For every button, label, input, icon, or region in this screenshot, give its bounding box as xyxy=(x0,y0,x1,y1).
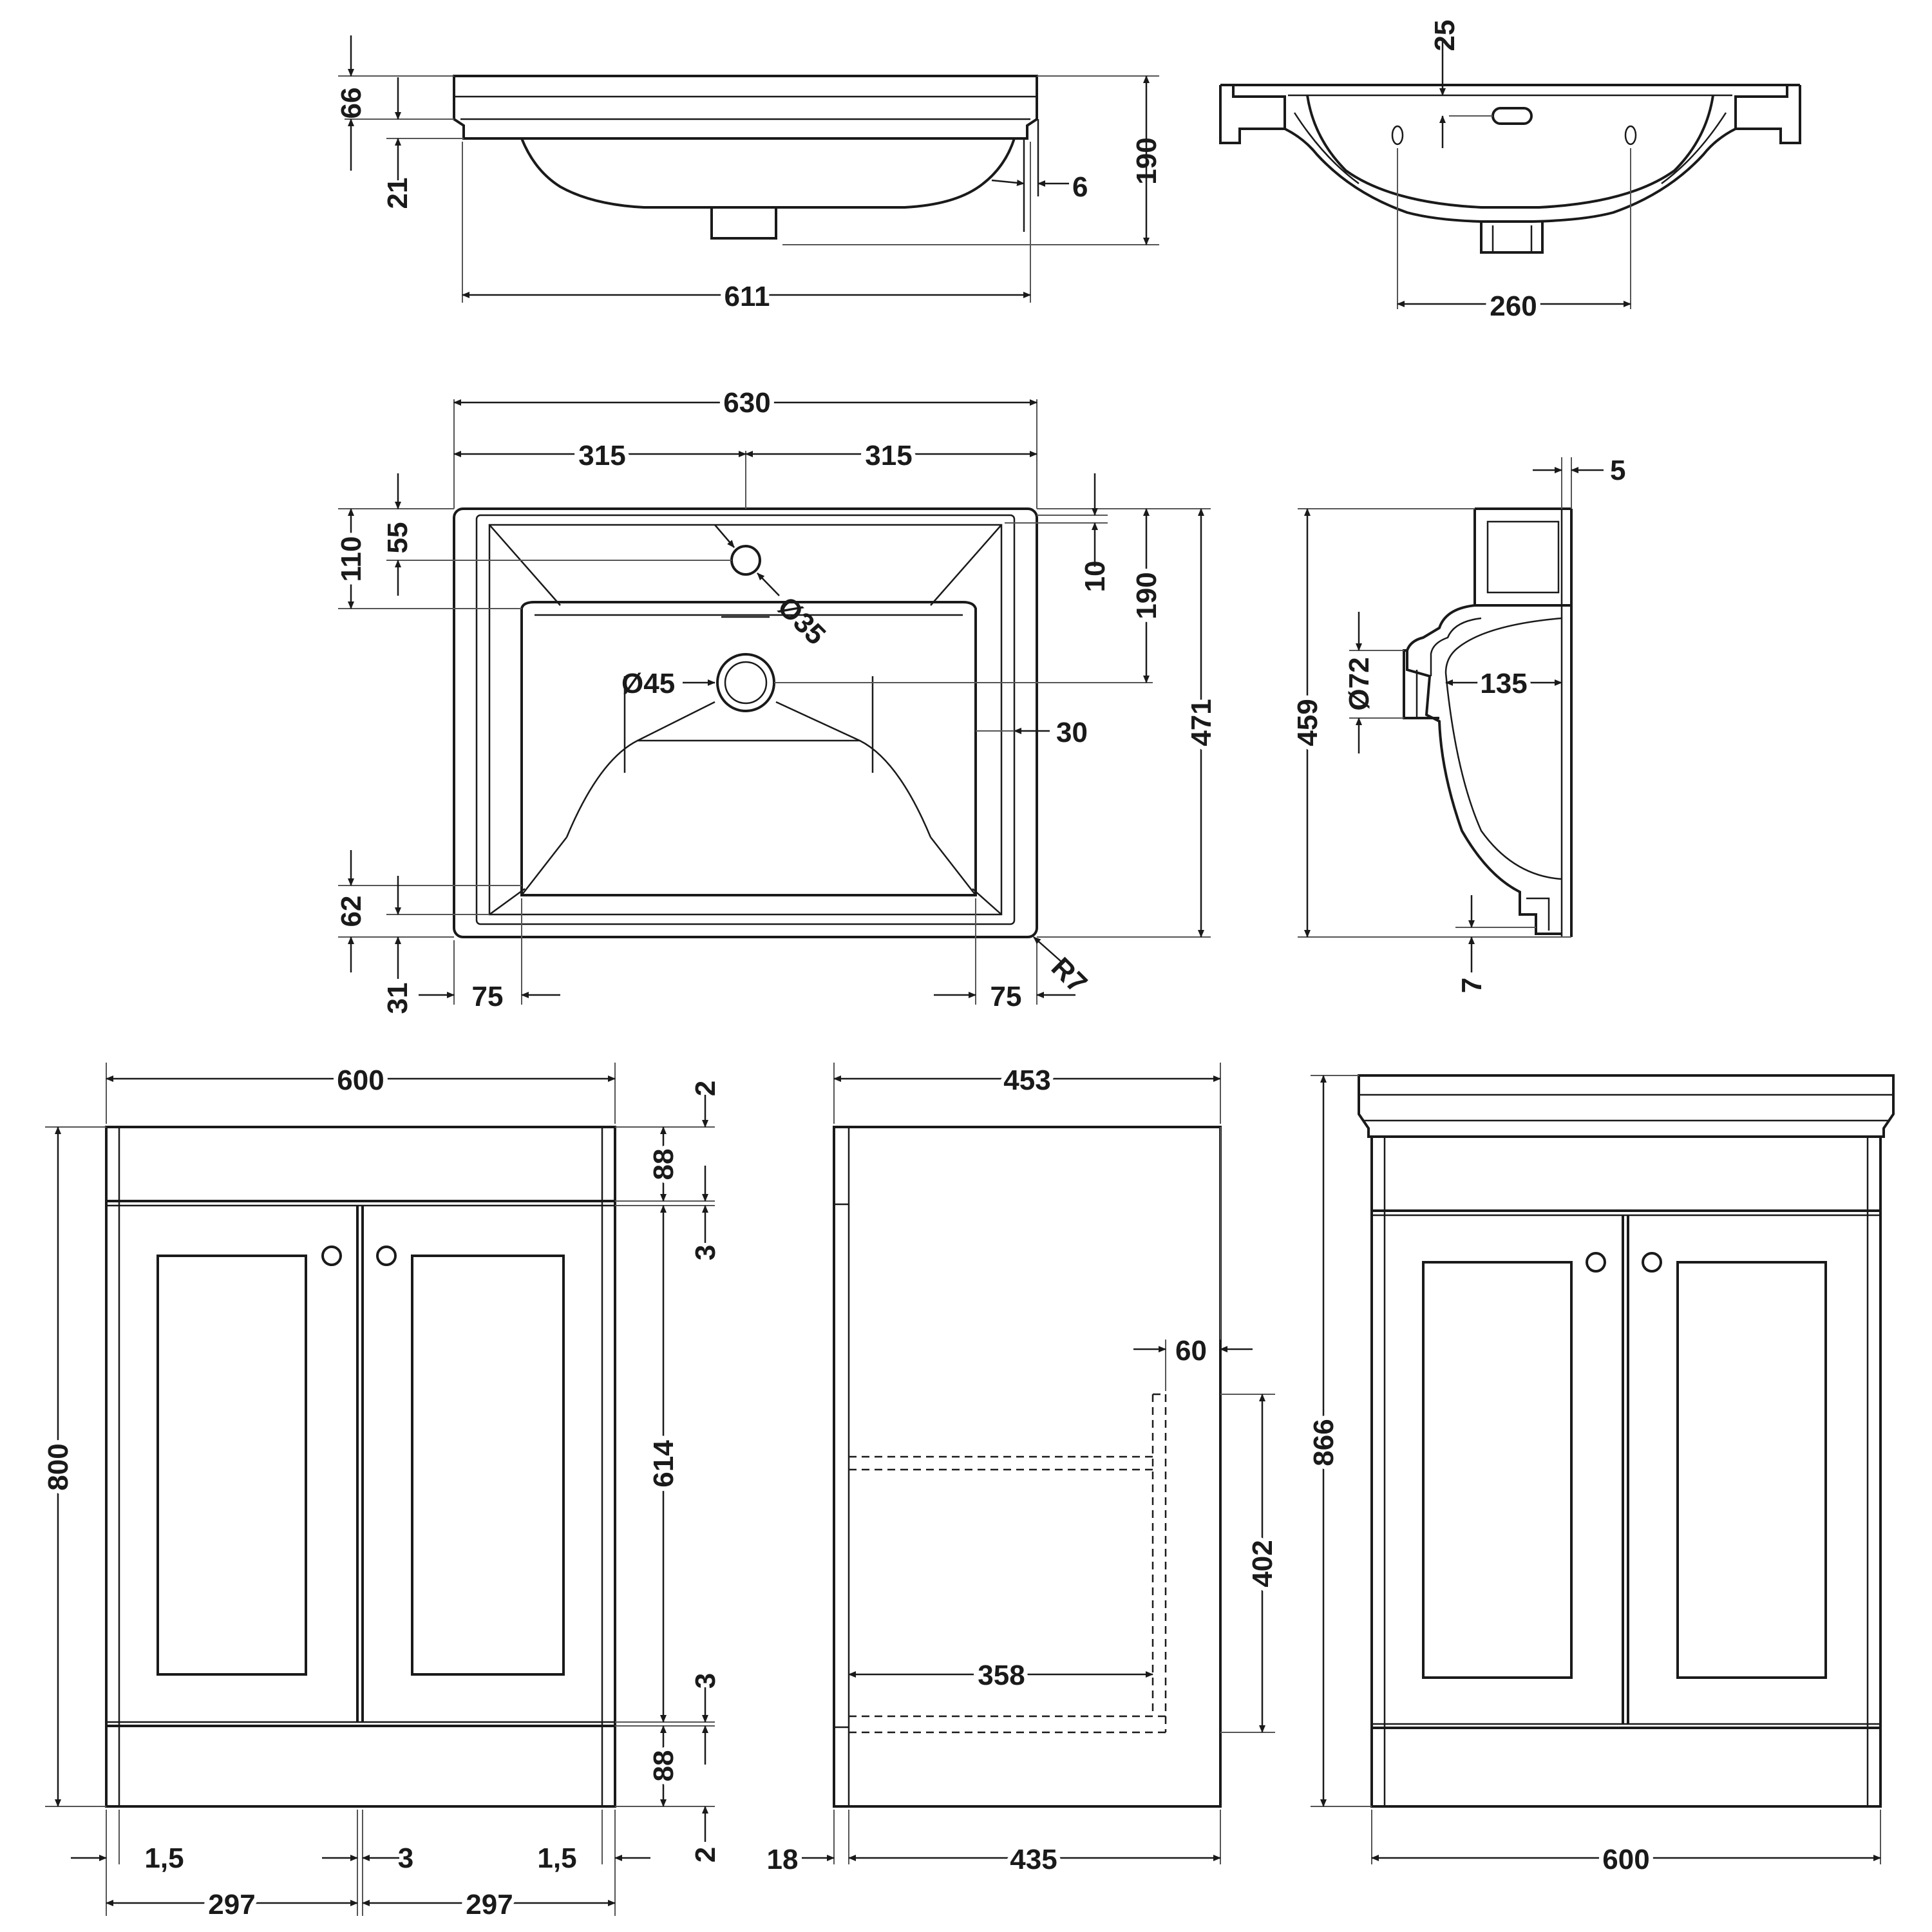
front-upper-gap-label: 3 xyxy=(690,1245,721,1260)
assembly-front-view: 866 600 xyxy=(1303,1074,1895,1880)
front-top-rail-label: 88 xyxy=(648,1149,679,1180)
top-radius-label: R7 xyxy=(1045,951,1093,999)
top-waste-diameter-label: Ø45 xyxy=(621,668,675,699)
top-waste-offset-label: 190 xyxy=(1131,572,1162,619)
top-half-right-label: 315 xyxy=(865,440,912,471)
cabinet-front-view: 600 800 2 88 3 614 3 88 2 1,5 3 1,5 297 … xyxy=(38,1060,721,1925)
profile-wall-label: 5 xyxy=(1610,455,1625,486)
top-corner-right-label: 75 xyxy=(990,981,1022,1012)
profile-waste-depth-label: 135 xyxy=(1480,668,1527,699)
top-corner-left-label: 75 xyxy=(472,981,504,1012)
basin-depth-label: 190 xyxy=(1131,137,1162,184)
top-bowl-offset-label: 110 xyxy=(336,536,367,582)
front-door-right-label: 297 xyxy=(466,1889,513,1920)
profile-waste-diameter-label: Ø72 xyxy=(1343,657,1375,710)
side-shelf-height-label: 402 xyxy=(1247,1540,1278,1587)
top-depth-label: 471 xyxy=(1186,699,1217,746)
top-side-rim-label: 30 xyxy=(1056,717,1088,748)
top-tap-hole-offset-label: 55 xyxy=(382,522,413,554)
top-width-label: 630 xyxy=(723,387,770,419)
front-center-gap-label: 3 xyxy=(398,1842,413,1874)
basin-ledge-label: 21 xyxy=(382,178,413,209)
top-half-left-label: 315 xyxy=(578,440,625,471)
top-front-edge-label: 31 xyxy=(382,983,413,1014)
section-tap-spacing-label: 260 xyxy=(1490,290,1537,322)
front-door-left-label: 297 xyxy=(208,1889,255,1920)
front-top-gap-label: 2 xyxy=(690,1081,721,1096)
side-back-panel-label: 18 xyxy=(767,1844,799,1875)
basin-section-view: 25 260 xyxy=(1219,20,1801,327)
basin-width-label: 611 xyxy=(724,281,770,312)
assembly-width-label: 600 xyxy=(1602,1844,1649,1875)
basin-rim-label: 6 xyxy=(1072,171,1088,203)
section-overflow-offset-label: 25 xyxy=(1429,20,1461,52)
front-lower-gap-label: 3 xyxy=(690,1673,721,1689)
front-plinth-label: 88 xyxy=(648,1750,679,1782)
basin-top-view: 630 315 315 110 55 10 190 471 Ø35 Ø45 30… xyxy=(331,383,1222,1014)
top-rim-offset-label: 10 xyxy=(1079,561,1111,592)
basin-side-view: 66 21 190 6 611 xyxy=(336,35,1162,317)
basin-profile-view: 5 459 Ø72 135 7 xyxy=(1287,455,1625,993)
top-front-rim-label: 62 xyxy=(336,896,367,927)
profile-lip-label: 7 xyxy=(1456,978,1488,993)
side-depth-label: 453 xyxy=(1003,1065,1050,1096)
front-side-left-label: 1,5 xyxy=(144,1842,184,1874)
front-width-label: 600 xyxy=(337,1065,384,1096)
side-shelf-setback-label: 60 xyxy=(1175,1335,1207,1367)
assembly-height-label: 866 xyxy=(1308,1419,1340,1466)
side-inner-depth-label: 435 xyxy=(1010,1844,1057,1875)
side-shelf-depth-label: 358 xyxy=(978,1660,1025,1691)
profile-height-label: 459 xyxy=(1292,699,1323,746)
front-height-label: 800 xyxy=(43,1443,74,1490)
front-side-right-label: 1,5 xyxy=(537,1842,576,1874)
front-bottom-gap-label: 2 xyxy=(690,1847,721,1862)
cabinet-side-view: 453 60 402 358 18 435 xyxy=(767,1060,1283,1880)
top-tap-hole-diameter-label: Ø35 xyxy=(772,591,831,650)
basin-overflow-height-label: 66 xyxy=(336,88,367,119)
front-door-height-label: 614 xyxy=(648,1440,679,1488)
